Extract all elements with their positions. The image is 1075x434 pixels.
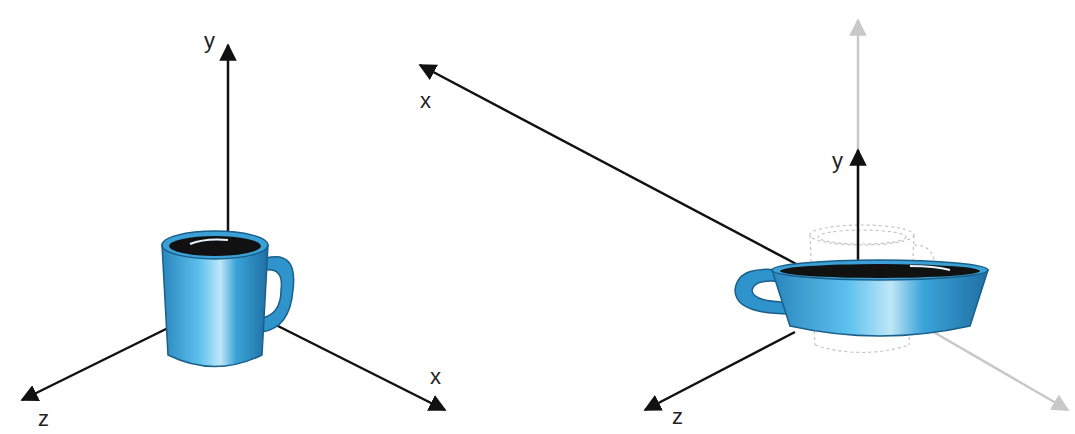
y-axis (857, 150, 860, 262)
axis-label: x (430, 366, 441, 388)
x-axis (270, 322, 445, 410)
mug (162, 231, 294, 367)
axis-label: x (420, 90, 431, 112)
x-axis (420, 65, 800, 266)
original-x-axis (930, 330, 1068, 410)
z-axis (22, 328, 168, 400)
axis-label: y (832, 150, 843, 172)
axis-label: z (672, 406, 683, 428)
right-frame (420, 20, 1068, 410)
y-axis (227, 45, 230, 240)
left-frame (22, 45, 445, 410)
axis-label: z (38, 408, 49, 430)
z-axis (645, 332, 795, 410)
scaled-mug (735, 260, 988, 336)
axis-label: y (204, 30, 215, 52)
